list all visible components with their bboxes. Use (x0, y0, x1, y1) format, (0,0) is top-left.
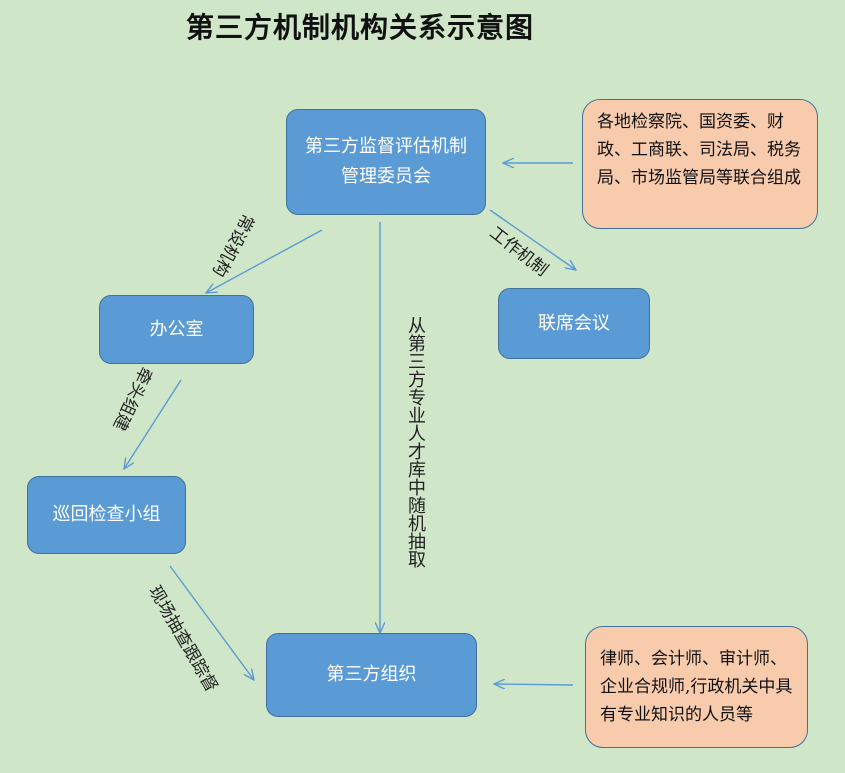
org-members-note: 律师、会计师、审计师、企业合规师,行政机关中具有专业知识的人员等 (585, 626, 808, 748)
office-label: 办公室 (149, 318, 204, 340)
office-node: 办公室 (99, 295, 254, 364)
edge-label-random-draw: 从第三方专业人才库中随机抽取 (405, 316, 426, 568)
joint-meeting-node: 联席会议 (498, 288, 650, 359)
arrow-notes-to-org (494, 684, 574, 685)
arrow-committee-to-joint-meeting (489, 209, 576, 270)
committee-node: 第三方监督评估机制管理委员会 (286, 109, 486, 215)
inspection-group-node: 巡回检查小组 (27, 476, 186, 554)
org-members-text: 律师、会计师、审计师、企业合规师,行政机关中具有专业知识的人员等 (600, 649, 793, 725)
committee-label: 第三方监督评估机制管理委员会 (305, 136, 467, 187)
third-party-org-label: 第三方组织 (326, 664, 417, 685)
committee-members-note: 各地检察院、国资委、财政、工商联、司法局、税务局、市场监管局等联合组成 (582, 99, 818, 229)
joint-meeting-label: 联席会议 (538, 312, 610, 334)
third-party-org-node: 第三方组织 (266, 633, 477, 717)
inspection-group-label: 巡回检查小组 (52, 504, 161, 525)
arrow-committee-to-office (206, 229, 323, 293)
diagram-title: 第三方机制机构关系示意图 (186, 11, 535, 44)
committee-members-text: 各地检察院、国资委、财政、工商联、司法局、税务局、市场监管局等联合组成 (597, 112, 801, 188)
arrow-inspection-to-third-party (169, 565, 254, 680)
arrow-office-to-inspection (124, 379, 182, 469)
